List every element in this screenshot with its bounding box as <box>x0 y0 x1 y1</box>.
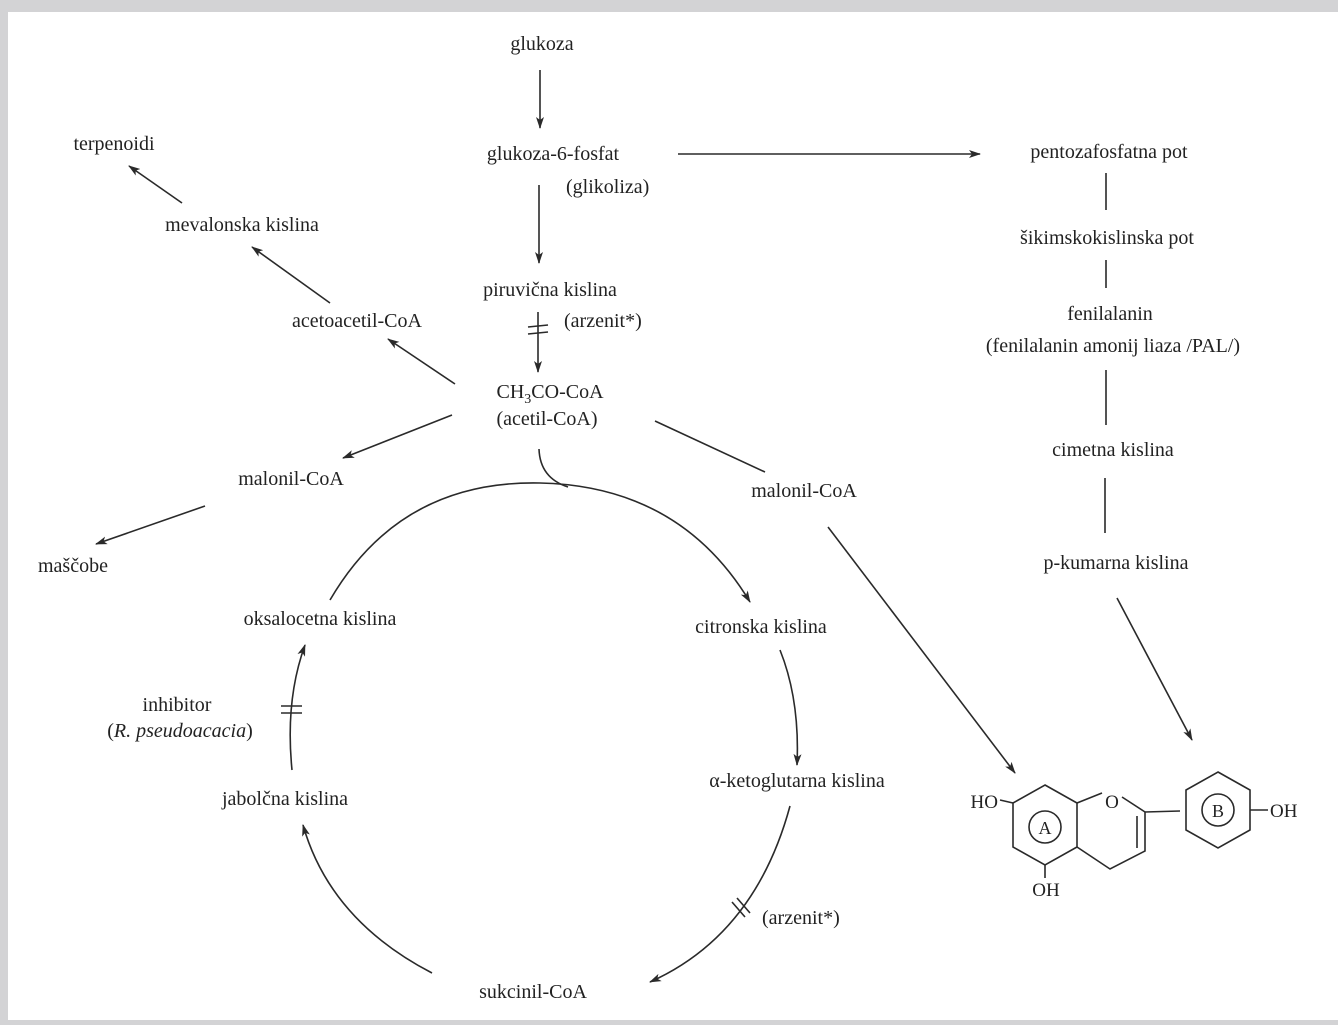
arrow-acetylcoa-to-acetoacetil <box>387 338 456 385</box>
pyran-ring-lower <box>1076 796 1146 870</box>
ring-a-label: A <box>1039 818 1052 838</box>
label-glukoza: glukoza <box>510 33 573 55</box>
label-jabolcna-kislina: jabolčna kislina <box>221 788 348 810</box>
label-pal-enzyme: (fenilalanin amonij liaza /PAL/) <box>986 335 1240 357</box>
label-piruvicna-kislina: piruvična kislina <box>483 279 617 301</box>
flavonoid-structure: A O B OH HO OH <box>971 771 1298 901</box>
label-terpenoidi: terpenoidi <box>73 133 155 155</box>
arrow-acetylcoa-into-cycle <box>538 448 569 488</box>
label-cimetna-kislina: cimetna kislina <box>1052 439 1174 461</box>
inhibition-mark-arsenite-top <box>527 324 549 335</box>
diagram-frame <box>8 12 1338 1020</box>
arrow-malonil-to-mascobe <box>95 505 206 545</box>
arrow-citronska-to-ketoglutarna <box>779 649 802 766</box>
label-citronska-kislina: citronska kislina <box>695 616 827 638</box>
label-fenilalanin: fenilalanin <box>1067 303 1153 325</box>
label-robinia-pseudoacacia: (R. pseudoacacia) <box>107 720 253 742</box>
label-arzenit-bottom: (arzenit*) <box>762 907 840 929</box>
arrow-mevalonska-to-terpenoidi <box>128 165 183 204</box>
label-pentozafosfatna-pot: pentozafosfatna pot <box>1030 141 1188 163</box>
label-arzenit-top: (arzenit*) <box>564 310 642 332</box>
ring-b-label: B <box>1212 801 1224 821</box>
inhibition-mark-arsenite-bottom <box>731 897 751 918</box>
label-glikoliza: (glikoliza) <box>566 176 649 198</box>
arrow-ketoglutarna-to-sukcinil <box>649 805 791 983</box>
arrow-sukcinil-to-jabolcna <box>302 824 433 974</box>
bond-ring-a-ho <box>999 799 1014 804</box>
ring-a-circle <box>1028 810 1062 844</box>
arrow-acetoacetil-to-mevalonska <box>251 246 331 304</box>
arrow-acetylcoa-to-malonil-left <box>342 414 453 459</box>
label-mascobe: maščobe <box>38 555 108 577</box>
arrow-oksalocetna-to-citronska <box>329 482 751 603</box>
label-sukcinil-coa: sukcinil-CoA <box>479 981 587 1003</box>
arrow-malonil-to-flavonoid <box>827 526 1016 774</box>
pyran-ring <box>1076 792 1103 804</box>
label-alfa-ketoglutarna-kislina: α-ketoglutarna kislina <box>709 770 885 792</box>
label-glukoza-6-fosfat: glukoza-6-fosfat <box>487 143 620 165</box>
label-acetoacetil-coa: acetoacetil-CoA <box>292 310 422 332</box>
label-p-kumarna-kislina: p-kumarna kislina <box>1044 552 1189 574</box>
arrow-kumarna-to-flavonoid <box>1116 597 1193 741</box>
oxygen-label: O <box>1105 792 1119 813</box>
label-mevalonska-kislina: mevalonska kislina <box>165 214 319 236</box>
ho-left-label: HO <box>971 792 998 813</box>
label-malonil-coa-right: malonil-CoA <box>751 480 857 502</box>
label-sikimskokislinska-pot: šikimskokislinska pot <box>1020 227 1194 249</box>
oh-right-label: OH <box>1270 801 1298 822</box>
bond-c-to-ring-b <box>1144 810 1181 813</box>
label-malonil-coa-left: malonil-CoA <box>238 468 344 490</box>
label-acetyl-coa: (acetil-CoA) <box>496 408 597 430</box>
ring-b-hexagon <box>1185 771 1251 849</box>
ring-b-circle <box>1201 793 1235 827</box>
line-acetylcoa-to-malonil-right <box>654 420 766 473</box>
arrow-jabolcna-to-oksalocetna <box>289 644 306 771</box>
label-inhibitor: inhibitor <box>143 694 212 716</box>
label-acetyl-coa-formula: CH3CO-CoA <box>496 381 604 407</box>
label-oksalocetna-kislina: oksalocetna kislina <box>244 608 397 630</box>
oh-bottom-label: OH <box>1032 880 1060 901</box>
inhibition-mark-robinia <box>281 705 302 714</box>
